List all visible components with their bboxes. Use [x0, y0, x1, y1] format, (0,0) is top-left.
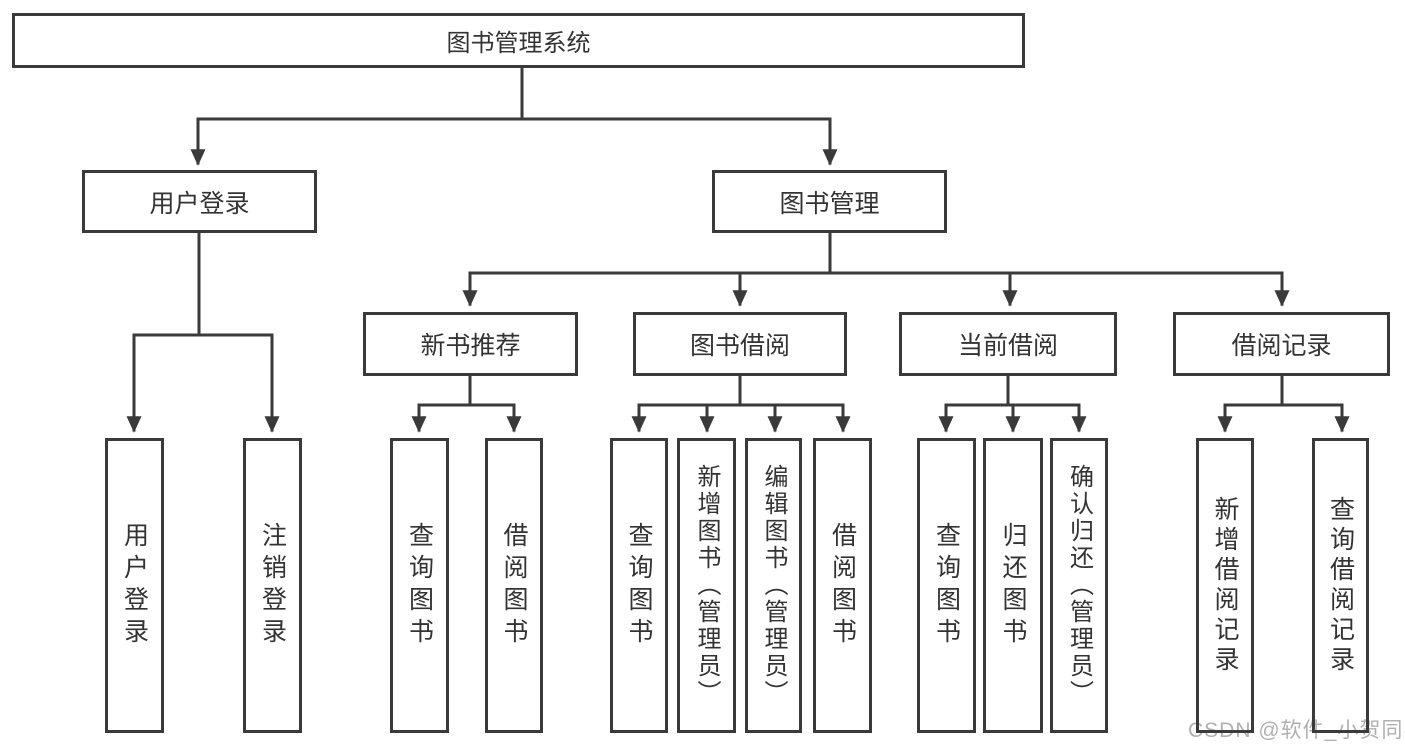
node-label: 用户登录	[120, 521, 149, 650]
node-borrowing-records: 借阅记录	[1173, 312, 1390, 376]
node-label: 查询借阅记录	[1326, 495, 1355, 676]
node-label: 确认归还（管理员）	[1065, 464, 1093, 707]
node-borrow-books-recommend: 借阅图书	[485, 438, 543, 733]
node-edit-books-admin: 编辑图书（管理员）	[745, 438, 802, 733]
node-add-books-admin: 新增图书（管理员）	[677, 438, 736, 733]
node-label: 编辑图书（管理员）	[760, 464, 787, 707]
node-add-borrow-record: 新增借阅记录	[1196, 438, 1254, 733]
node-query-books-current: 查询图书	[917, 438, 976, 733]
node-label: 图书借阅	[689, 332, 790, 360]
node-label: 当前借阅	[957, 332, 1058, 360]
node-new-book-recommendation: 新书推荐	[363, 312, 578, 376]
node-label: 注销登录	[258, 521, 287, 650]
node-book-borrowing: 图书借阅	[633, 312, 847, 376]
node-label: 借阅图书	[828, 521, 857, 650]
node-query-borrow-record: 查询借阅记录	[1312, 438, 1369, 733]
csdn-watermark: CSDN @软件_小贺同学	[1188, 719, 1405, 742]
node-confirm-return-admin: 确认归还（管理员）	[1050, 438, 1108, 733]
node-library-system: 图书管理系统	[12, 13, 1025, 68]
node-query-books-borrow: 查询图书	[610, 438, 668, 733]
node-label: 新书推荐	[420, 332, 521, 360]
node-user-login-module: 用户登录	[82, 170, 317, 233]
node-current-borrowing: 当前借阅	[899, 312, 1117, 376]
node-return-books: 归还图书	[983, 438, 1043, 733]
node-label: 新增借阅记录	[1211, 495, 1239, 676]
node-label: 查询图书	[405, 521, 434, 650]
node-borrow-books: 借阅图书	[813, 438, 872, 733]
node-label: 图书管理系统	[446, 30, 591, 57]
node-label: 查询图书	[932, 521, 961, 650]
node-book-management-module: 图书管理	[712, 170, 947, 233]
node-query-books-recommend: 查询图书	[390, 438, 449, 733]
node-logout: 注销登录	[243, 438, 302, 733]
node-label: 借阅记录	[1231, 332, 1332, 360]
node-user-login: 用户登录	[105, 438, 164, 733]
node-label: 用户登录	[149, 189, 250, 218]
node-label: 借阅图书	[500, 521, 528, 650]
node-label: 新增图书（管理员）	[693, 464, 720, 707]
node-label: 图书管理	[779, 189, 880, 218]
node-label: 查询图书	[625, 521, 653, 650]
node-label: 归还图书	[999, 521, 1027, 650]
